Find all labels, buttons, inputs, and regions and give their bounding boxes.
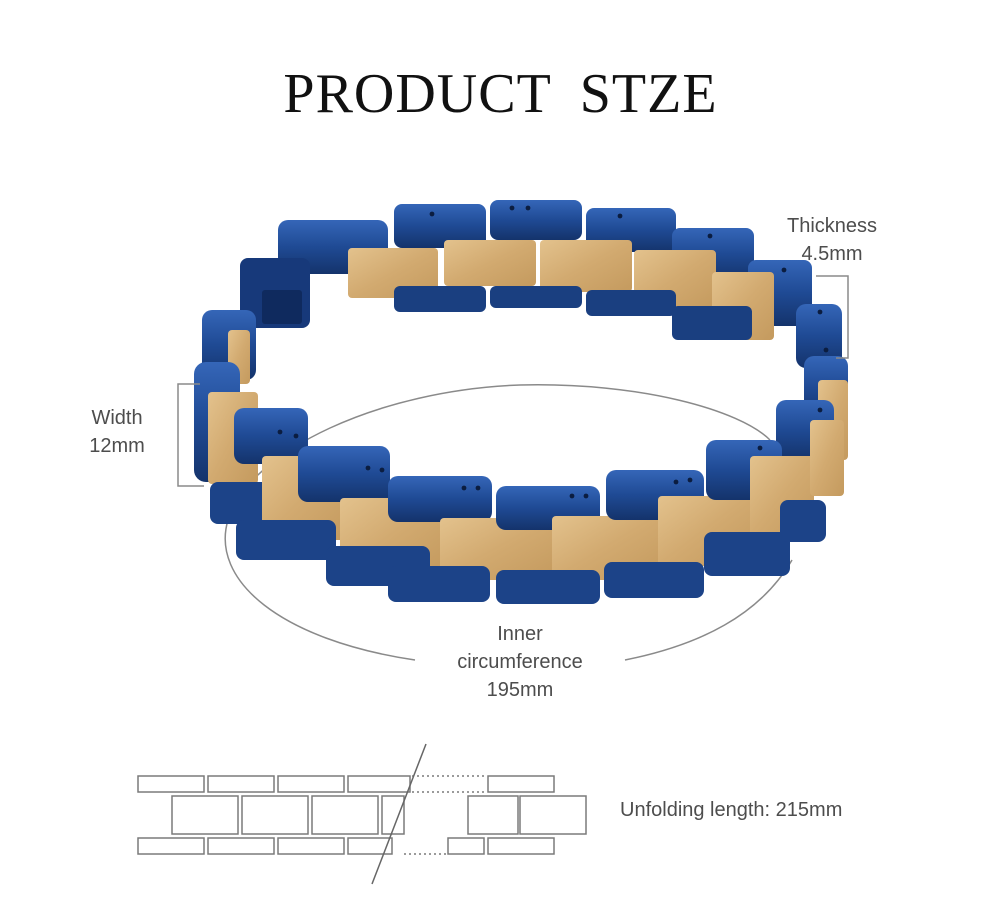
unfolded-diagram (137, 743, 587, 885)
thickness-label: Thickness 4.5mm (770, 212, 894, 268)
width-title: Width (91, 407, 143, 429)
inner-circumference-label: Inner circumference 195mm (420, 620, 620, 704)
thickness-value: 4.5mm (801, 243, 863, 265)
bracelet-front (194, 205, 844, 604)
unfolding-length-label: Unfolding length: 215mm (620, 799, 843, 821)
thickness-title: Thickness (786, 215, 878, 237)
circumference-ellipse (224, 384, 793, 661)
thickness-bracket (816, 275, 849, 359)
width-value: 12mm (89, 435, 145, 457)
inner-title-1: Inner (497, 623, 543, 645)
bracelet-back (202, 200, 848, 460)
width-label: Width 12mm (72, 404, 162, 460)
width-bracket (177, 383, 204, 487)
inner-title-2: circumference (457, 651, 583, 673)
inner-value: 195mm (486, 679, 554, 701)
page-title: PRODUCT STZE (283, 63, 718, 125)
